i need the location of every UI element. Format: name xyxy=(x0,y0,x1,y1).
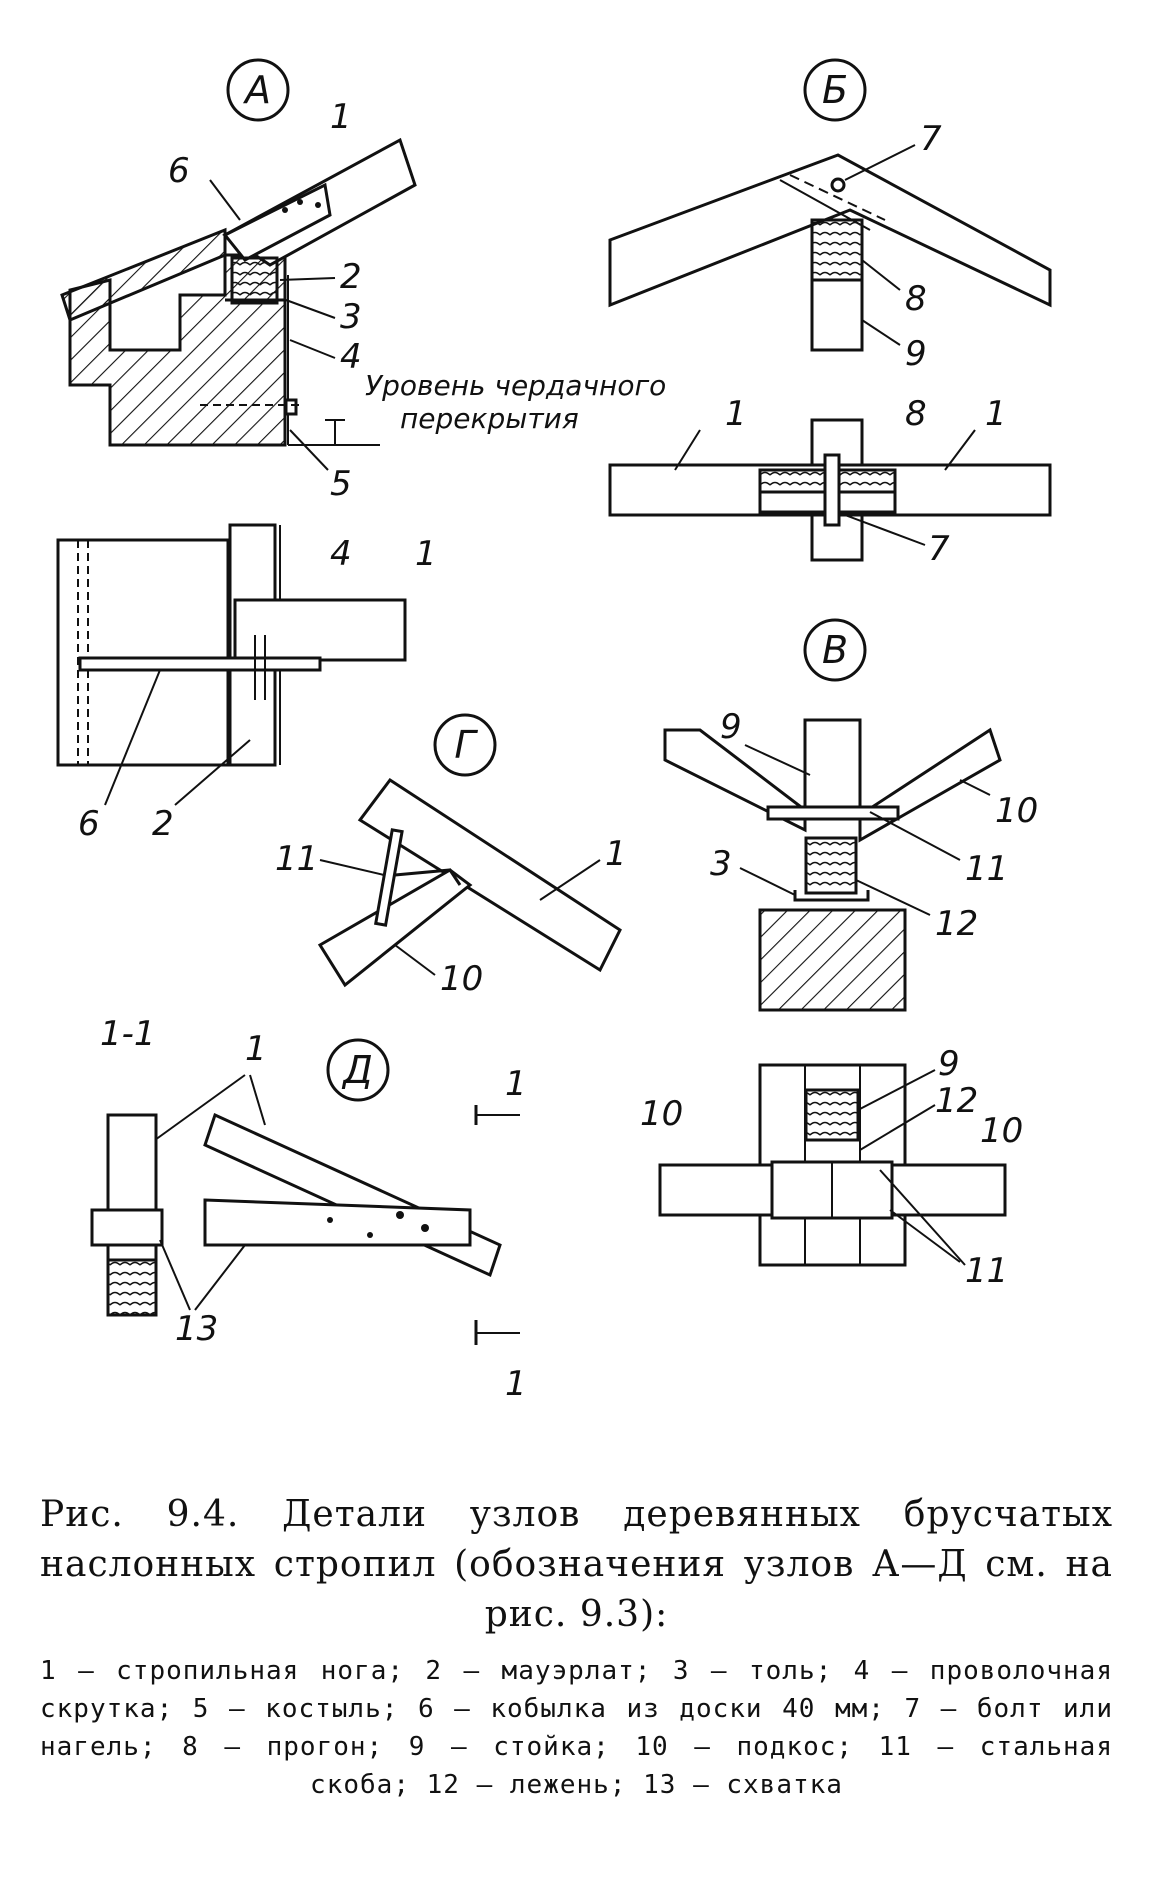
section-label: 1-1 xyxy=(100,1014,156,1054)
node-a-label: А xyxy=(242,68,271,112)
node-a-detail: А Уровень чердачного перекрытия 1 6 2 3 … xyxy=(60,58,666,504)
kobylka-board xyxy=(222,182,332,262)
node-b-plan-detail: 1 1 8 7 xyxy=(608,394,1052,569)
a-label-3: 3 xyxy=(340,297,362,337)
b-plan-label-1-left: 1 xyxy=(725,394,747,434)
node-b-label: Б xyxy=(822,68,848,112)
b-plan-label-7: 7 xyxy=(928,529,950,569)
g-label-11: 11 xyxy=(275,839,318,879)
mauerlat-beam xyxy=(230,256,279,305)
v-plan-label-9: 9 xyxy=(938,1044,960,1084)
d-section-mark-bottom: 1 xyxy=(505,1364,527,1404)
node-g-label: Г xyxy=(454,723,478,767)
post-v xyxy=(803,718,862,817)
v-plan-label-11: 11 xyxy=(965,1251,1008,1291)
node-v-detail: В 9 10 11 12 3 xyxy=(663,618,1038,1012)
b-label-8: 8 xyxy=(905,279,927,319)
b-plan-label-8: 8 xyxy=(905,394,927,434)
v-label-11: 11 xyxy=(965,849,1008,889)
rafter-g xyxy=(357,777,622,973)
bracket-v xyxy=(766,805,900,821)
a-label-1: 1 xyxy=(330,97,352,137)
node-b-detail: Б 7 8 9 xyxy=(608,58,1052,374)
node-v-plan-detail: 10 10 9 12 11 xyxy=(640,1044,1023,1291)
kobylka-plan xyxy=(78,656,322,672)
purlin-section xyxy=(810,218,864,282)
figure-drawing: А Уровень чердачного перекрытия 1 6 2 3 … xyxy=(56,58,1052,1404)
bracket-g xyxy=(374,828,404,927)
figure-caption-title: Рис. 9.4. Детали узлов деревянных брусча… xyxy=(40,1494,1113,1635)
node-v-label: В xyxy=(822,628,848,672)
attic-level-label-line2: перекрытия xyxy=(400,402,579,435)
figure-legend: 1 — стропильная нога; 2 — мауэрлат; 3 — … xyxy=(40,1656,1113,1800)
foundation-v xyxy=(758,908,907,1012)
b-label-9: 9 xyxy=(905,334,927,374)
strut-g xyxy=(317,868,473,988)
rafter-plan xyxy=(233,598,407,662)
v-plan-label-10-right: 10 xyxy=(980,1111,1023,1151)
node-d-label: Д xyxy=(341,1048,373,1092)
b-plan-label-1-right: 1 xyxy=(985,394,1007,434)
v-label-10: 10 xyxy=(995,791,1038,831)
v-label-12: 12 xyxy=(935,904,978,944)
a-plan-label-6: 6 xyxy=(78,804,100,844)
a-plan-label-2: 2 xyxy=(152,804,174,844)
attic-level-label-line1: Уровень чердачного xyxy=(365,369,666,402)
a-label-6: 6 xyxy=(168,151,190,191)
a-plan-label-1: 1 xyxy=(415,534,437,574)
cornice-masonry xyxy=(60,227,227,323)
a-label-4: 4 xyxy=(340,337,362,377)
post-section xyxy=(810,278,864,352)
node-g-detail: Г 11 1 10 xyxy=(275,713,627,999)
v-plan-label-10-left: 10 xyxy=(640,1094,683,1134)
clamp-d xyxy=(203,1198,472,1247)
b-label-7: 7 xyxy=(920,119,942,159)
d-label-1: 1 xyxy=(245,1029,267,1069)
node-a-plan-detail: 1 4 6 2 xyxy=(56,523,437,844)
rafter-d xyxy=(203,1112,502,1278)
sill-v xyxy=(804,836,858,895)
g-label-1: 1 xyxy=(605,834,627,874)
a-label-5: 5 xyxy=(330,464,352,504)
d-label-13: 13 xyxy=(175,1309,218,1349)
v-label-3: 3 xyxy=(710,844,732,884)
a-label-2: 2 xyxy=(340,257,362,297)
v-plan-label-12: 12 xyxy=(935,1081,978,1121)
node-d-detail: Д 1-1 1 1 1 13 xyxy=(90,1014,527,1404)
a-plan-label-4: 4 xyxy=(330,534,352,574)
d-section-mark-top: 1 xyxy=(505,1064,527,1104)
g-label-10: 10 xyxy=(440,959,483,999)
v-label-9: 9 xyxy=(720,707,742,747)
ridge-rafters xyxy=(608,153,1052,308)
